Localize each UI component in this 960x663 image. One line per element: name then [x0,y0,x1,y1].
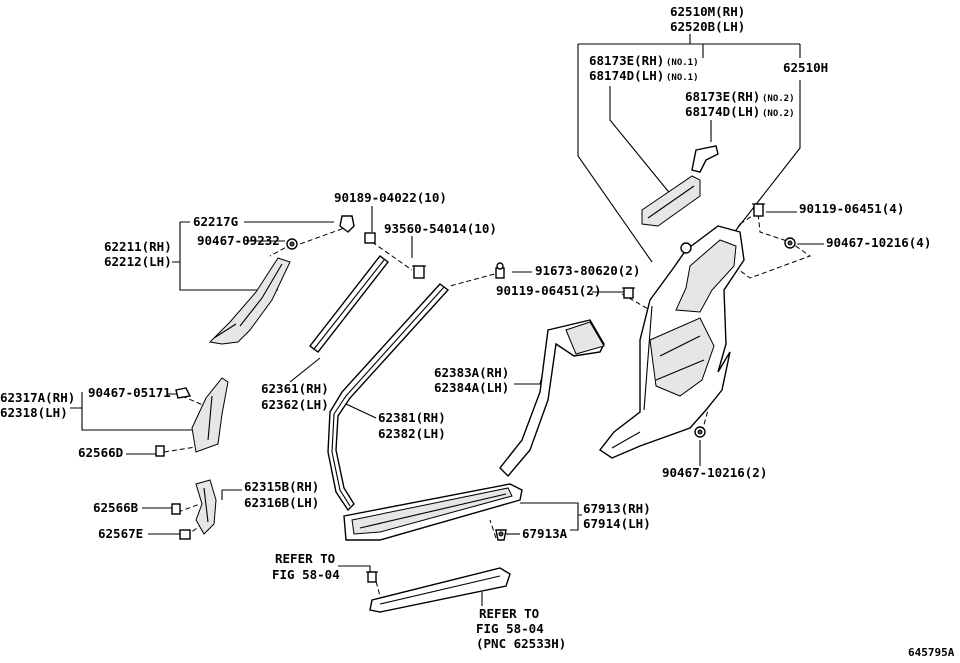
label-fig-58-04-2: FIG 58-04 [476,621,544,636]
label-91673-80620: 91673-80620(2) [535,263,640,278]
label-90467-09232: 90467-09232 [197,233,280,248]
door-weatherstrip-62361 [309,255,389,353]
label-90119-06451-2: 90119-06451(2) [496,283,601,298]
center-pillar-garnish-lower-62383a [499,319,605,478]
bolt-90119-06451-4-icon [752,203,765,217]
label-62217G: 62217G [193,214,238,229]
label-93560-54014: 93560-54014(10) [384,221,497,236]
clip-90467-09232-icon [286,238,298,250]
label-62383A: 62383A(RH) [434,365,509,380]
label-62211: 62211(RH) [104,239,172,254]
clip-62566d-icon [155,445,165,457]
label-62520B: 62520B(LH) [670,19,745,34]
clip-90189-icon [364,232,376,244]
clip-90467-10216-4-icon [784,237,796,249]
label-68173E-no1: 68173E(RH) [589,53,664,68]
leader-lines [70,34,824,606]
clip-62567e-icon [179,529,191,540]
label-62381: 62381(RH) [378,410,446,425]
label-no2-a: (NO.2) [762,94,795,104]
a-pillar-garnish [208,257,291,345]
label-68173E-no2: 68173E(RH) [685,89,760,104]
figure-number: 645795A [908,646,955,659]
label-68174D-no2: 68174D(LH) [685,104,760,119]
label-90189-04022: 90189-04022(10) [334,190,447,205]
label-62212: 62212(LH) [104,254,172,269]
label-62317A: 62317A(RH) [0,390,75,405]
clip-62566b-icon [171,503,181,515]
cowl-side-trim-62317a [191,377,229,453]
label-62384A: 62384A(LH) [434,380,509,395]
label-62361: 62361(RH) [261,381,329,396]
step-cover-62533h [369,567,511,613]
label-no2-b: (NO.2) [762,109,795,119]
label-90119-06451-4: 90119-06451(4) [799,201,904,216]
label-68174D-no1: 68174D(LH) [589,68,664,83]
clip-62217g-icon [339,215,355,233]
clip-67913a-icon [495,529,507,541]
clip-90467-05171-icon [175,387,192,399]
label-no1-a: (NO.1) [666,58,699,68]
bracket-68173e-no2 [691,145,719,173]
label-pnc-62533H: (PNC 62533H) [476,636,566,651]
opening-trim-weatherstrip-62381 [327,283,450,512]
screw-93560-icon [412,265,426,279]
label-62566D: 62566D [78,445,123,460]
label-67913A: 67913A [522,526,568,541]
bracket-68173e-no1 [641,175,701,227]
screw-refer-icon [366,571,378,583]
label-62382: 62382(LH) [378,426,446,441]
label-62510H: 62510H [783,60,828,75]
label-90467-05171: 90467-05171 [88,385,171,400]
label-refer-to-2: REFER TO [479,606,539,621]
clip-90467-10216-2-icon [694,426,706,438]
label-90467-10216-4: 90467-10216(4) [826,235,931,250]
label-refer-to-1: REFER TO [275,551,335,566]
label-62315B: 62315B(RH) [244,479,319,494]
label-62318: 62318(LH) [0,405,68,420]
label-62362: 62362(LH) [261,397,329,412]
b-pillar-garnish-62510 [598,225,745,459]
label-67913: 67913(RH) [583,501,651,516]
label-62566B: 62566B [93,500,139,515]
label-90467-10216-2: 90467-10216(2) [662,465,767,480]
label-no1-b: (NO.1) [666,73,699,83]
bolt-90119-06451-2-icon [622,287,635,299]
garnish-62315b [195,479,217,535]
label-67914: 67914(LH) [583,516,651,531]
scuff-plate-67913 [343,483,523,541]
clip-91673-icon [495,262,505,279]
label-62567E: 62567E [98,526,143,541]
clip-62510-top-icon [680,242,692,254]
label-62510M: 62510M(RH) [670,4,745,19]
label-fig-58-04-1: FIG 58-04 [272,567,340,582]
label-62316B: 62316B(LH) [244,495,319,510]
